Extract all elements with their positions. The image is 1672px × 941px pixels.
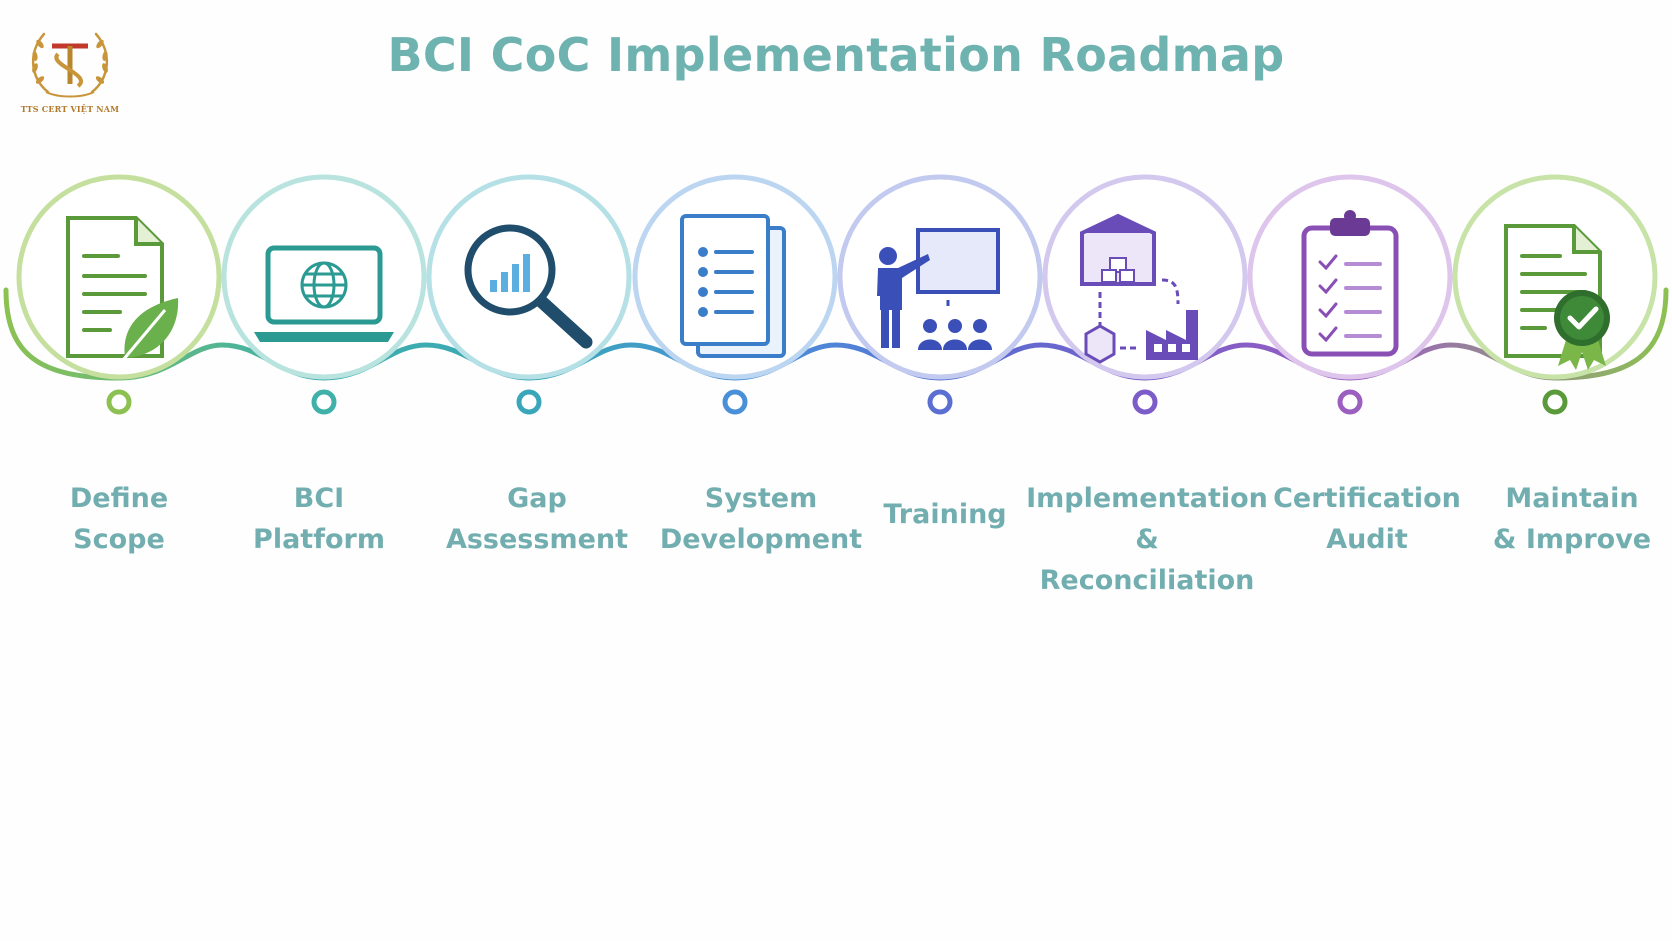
- step-label-define-scope: Define Scope: [14, 478, 224, 560]
- magnifier-chart-icon: [464, 224, 593, 349]
- step-label-gap-assessment: Gap Assessment: [432, 478, 642, 560]
- step-label-system-development: System Development: [656, 478, 866, 560]
- step-circle-define-scope: [16, 174, 222, 415]
- step-circle-bci-platform: [221, 174, 427, 415]
- step-label-implementation-reconciliation: Implementation & Reconciliation: [1024, 478, 1270, 601]
- step-label-maintain-improve: Maintain & Improve: [1474, 478, 1670, 560]
- step-label-line1: Certification: [1273, 483, 1461, 514]
- step-circle-implementation-reconciliation: [1042, 174, 1248, 415]
- step-circle-training: [837, 174, 1043, 415]
- logo-text: TTS CERT VIỆT NAM: [20, 104, 120, 114]
- laurel-logo-icon: [31, 32, 109, 98]
- step-circle-maintain-improve: [1452, 174, 1658, 415]
- step-label-bci-platform: BCI Platform: [214, 478, 424, 560]
- step-circle-system-development: [632, 174, 838, 415]
- step-label-line1: Implementation: [1026, 483, 1268, 514]
- document-list-icon: [680, 214, 786, 358]
- step-label-training: Training: [840, 494, 1050, 535]
- step-label-line2: & Reconciliation: [1039, 524, 1255, 596]
- presentation-audience-icon: [877, 228, 1000, 350]
- page-title: BCI CoC Implementation Roadmap: [387, 28, 1285, 82]
- step-label-certification-audit: Certification Audit: [1262, 478, 1472, 560]
- step-circle-gap-assessment: [426, 174, 632, 415]
- step-label-line1: Maintain: [1505, 483, 1639, 514]
- step-label-line2: Assessment: [445, 524, 629, 555]
- step-label-line1: Define: [69, 483, 169, 514]
- step-label-line1: Training: [883, 499, 1007, 530]
- certificate-badge-icon: [1504, 224, 1610, 370]
- roadmap-graphic: [3, 174, 1669, 415]
- step-label-line2: Audit: [1326, 524, 1408, 555]
- step-label-line2: & Improve: [1492, 524, 1652, 555]
- document-leaf-icon: [66, 216, 179, 361]
- step-label-line1: System: [704, 483, 818, 514]
- step-label-line2: Platform: [253, 524, 385, 555]
- laptop-globe-icon: [254, 245, 394, 342]
- step-label-line2: Development: [659, 524, 863, 555]
- company-logo: TTS CERT VIỆT NAM: [18, 18, 122, 118]
- step-label-line1: Gap: [507, 483, 567, 514]
- step-circle-certification-audit: [1247, 174, 1453, 415]
- warehouse-factory-icon: [1080, 213, 1198, 364]
- clipboard-checklist-icon: [1301, 210, 1399, 357]
- step-label-line1: BCI: [293, 483, 345, 514]
- step-label-line2: Scope: [73, 524, 165, 555]
